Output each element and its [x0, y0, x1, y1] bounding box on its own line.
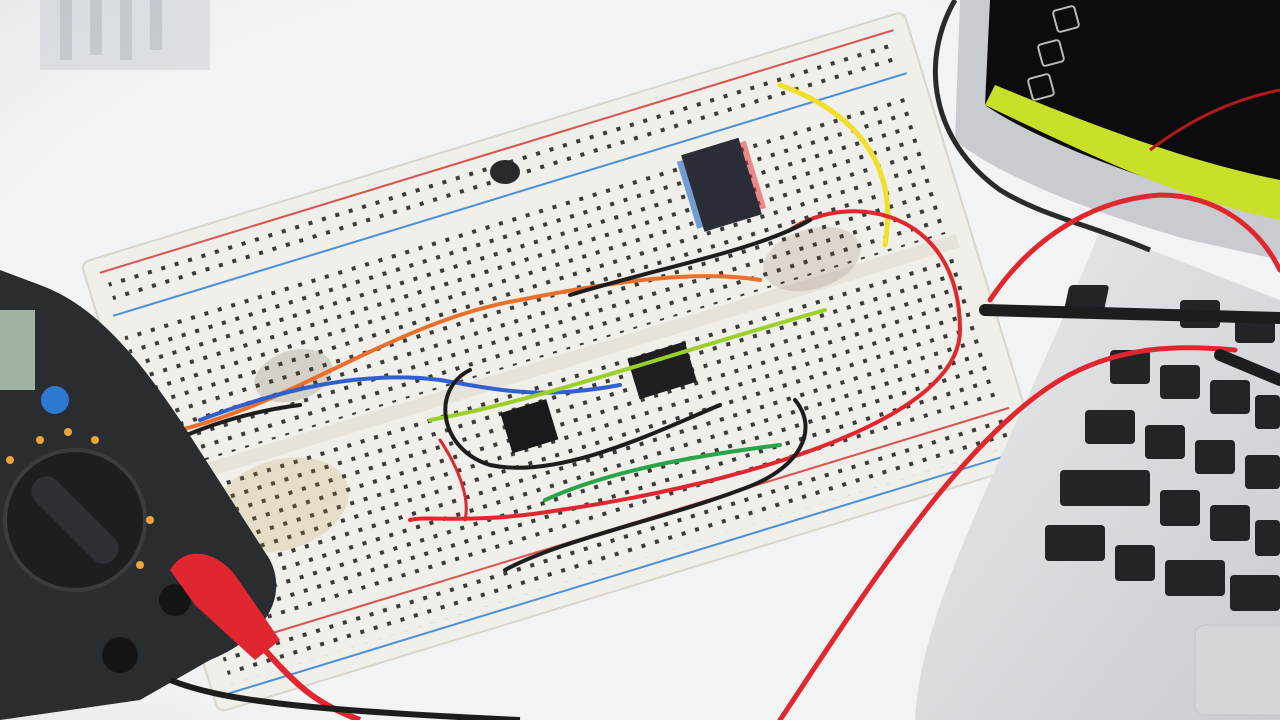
ic-chip-small: [500, 399, 559, 454]
lead-black-probe: [979, 304, 1280, 324]
probe-red-cable: [262, 648, 362, 720]
probe-red: [168, 553, 521, 720]
wire-black-loop: [443, 368, 722, 470]
rail-red-top: [99, 29, 894, 274]
probe-jack: [102, 637, 138, 673]
app-icon: [1027, 73, 1055, 101]
wire-green-yellow: [428, 308, 827, 422]
multimeter-display: [0, 310, 35, 390]
multimeter-dial-knob: [31, 476, 119, 564]
wire-green-lower: [543, 443, 782, 502]
wire-black-lower: [503, 398, 808, 572]
wire-red-long: [408, 209, 963, 522]
wire-black-left: [173, 403, 302, 442]
jumper-wires: [173, 82, 963, 572]
probe-jack: [159, 584, 191, 616]
scope-device: [932, 0, 1280, 260]
smudge: [763, 226, 861, 292]
scope-cable: [932, 0, 1151, 253]
lead-black-probe-lower: [1214, 349, 1280, 386]
app-icon: [1052, 5, 1080, 33]
laptop: [915, 230, 1280, 720]
test-leads: [777, 192, 1280, 720]
scope-trace: [1149, 88, 1280, 152]
ic-chip-top: [676, 137, 767, 232]
blurred-object: [40, 0, 210, 70]
wire-black-upper: [568, 218, 812, 297]
trackpad: [1194, 624, 1280, 716]
lead-red-lower: [777, 345, 1238, 720]
wire-red-short: [438, 438, 468, 522]
multimeter-button-blue: [41, 386, 69, 414]
center-gap: [162, 233, 960, 490]
lead-red-upper: [987, 192, 1280, 303]
ic-chip-center: [627, 341, 698, 400]
smudge: [254, 349, 333, 403]
rail-holes-bottom: [221, 414, 1016, 685]
keyboard: [1045, 285, 1280, 611]
scope-status-strip: [985, 85, 1280, 220]
app-icon: [1037, 39, 1065, 67]
transistor: [490, 160, 520, 184]
rail-blue-top: [112, 72, 908, 317]
main-holes-lower: [171, 251, 1000, 635]
scope-screen: [985, 0, 1280, 215]
dial-markings: [6, 428, 154, 569]
probe-red-boot: [170, 553, 280, 660]
rail-blue-bottom: [228, 449, 1023, 695]
scope-icons: [1027, 5, 1080, 101]
probe-black-cable: [168, 677, 521, 720]
